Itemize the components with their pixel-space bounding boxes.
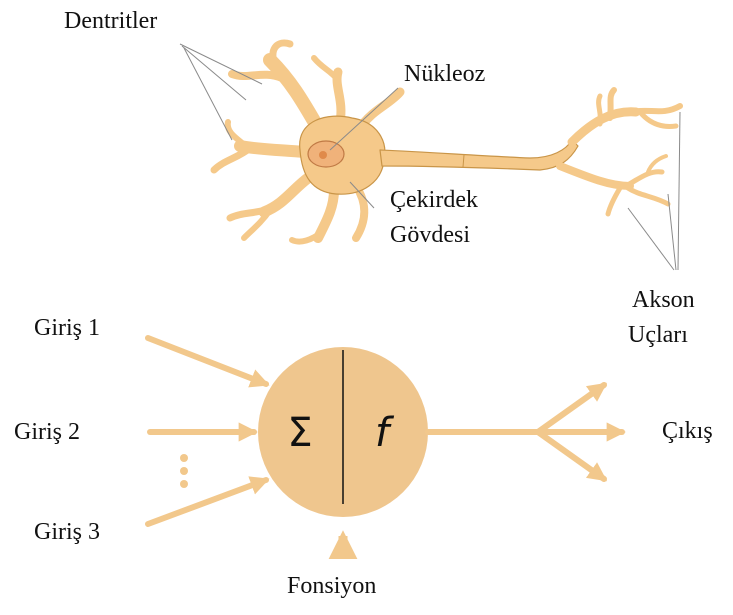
function-label: Fonsiyon — [287, 571, 376, 602]
output-label: Çıkış — [662, 416, 713, 447]
nucleus-label: Nükleoz — [404, 59, 485, 90]
sum-symbol: Σ — [287, 410, 312, 456]
output-arrow-up — [538, 385, 604, 432]
axon-terminals-label-line1: Akson — [632, 285, 695, 316]
axon-terminal-branches — [560, 90, 680, 214]
axon-terminals-label-line2: Uçları — [628, 320, 688, 351]
ellipsis-dots — [180, 454, 188, 488]
output-arrow-down — [538, 432, 604, 479]
input-label-3: Giriş 3 — [34, 517, 100, 548]
axon — [380, 140, 578, 170]
input-arrow-1 — [148, 338, 266, 384]
input-label-2: Giriş 2 — [14, 417, 80, 448]
input-label-1: Giriş 1 — [34, 313, 100, 344]
nucleus-core — [319, 151, 327, 159]
perceptron-model: Σ f — [148, 338, 622, 558]
cell-body-label-line2: Gövdesi — [390, 220, 470, 251]
input-arrow-3 — [148, 480, 266, 524]
cell-body-label-line1: Çekirdek — [390, 185, 478, 216]
dendrites-label: Dentritler — [64, 6, 157, 37]
